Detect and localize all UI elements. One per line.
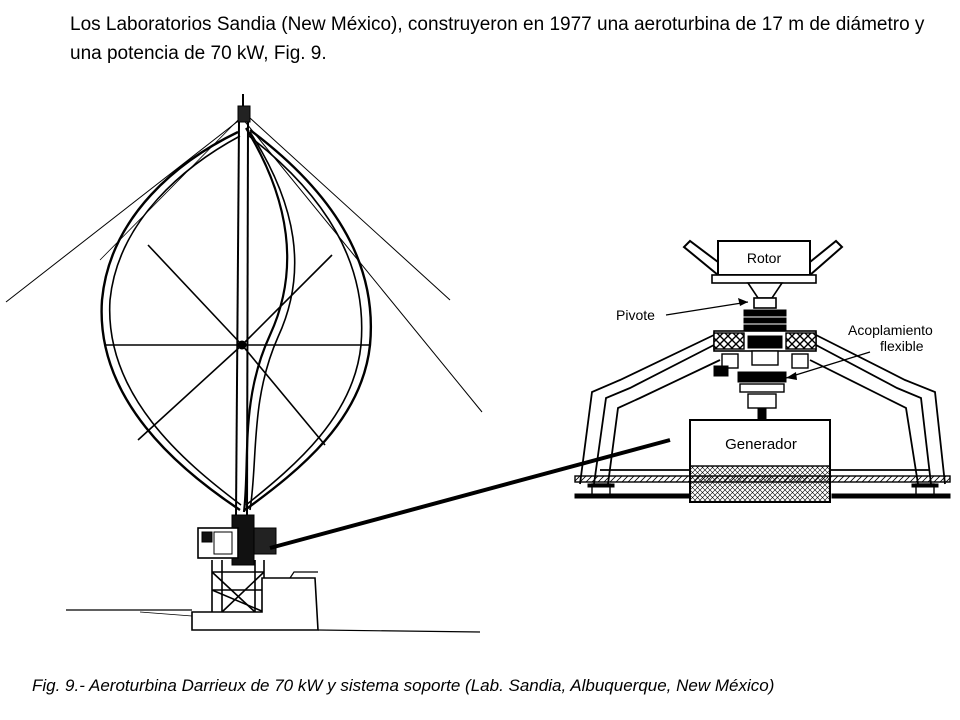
rotor-label: Rotor xyxy=(747,250,782,266)
blade-left xyxy=(100,130,241,511)
pivot xyxy=(746,282,784,299)
guy-wire xyxy=(5,117,243,303)
slide-title: Los Laboratorios Sandia (New México), co… xyxy=(70,14,925,64)
strut xyxy=(241,254,333,346)
pivote-label: Pivote xyxy=(616,307,655,323)
acoplamiento-label: Acoplamiento xyxy=(848,322,933,338)
strut xyxy=(147,244,243,346)
darrieus-figure: Rotor xyxy=(5,94,951,633)
a-frame xyxy=(579,334,946,485)
support-tower xyxy=(211,560,265,613)
foundation xyxy=(191,577,319,631)
base-plate xyxy=(574,475,951,483)
generador-label: Generador xyxy=(725,436,797,453)
flexible-label: flexible xyxy=(880,338,924,354)
guy-wire xyxy=(241,117,483,413)
figure-caption: Fig. 9.- Aeroturbina Darrieux de 70 kW y… xyxy=(32,676,775,695)
support-detail-drawing: Rotor xyxy=(574,239,951,503)
rotor-box xyxy=(717,240,811,276)
top-hub xyxy=(237,105,251,123)
flexible-coupling xyxy=(737,371,787,383)
strut xyxy=(137,344,243,441)
guy-wire xyxy=(249,117,451,301)
blade-right xyxy=(244,129,373,511)
darrieus-turbine-drawing xyxy=(5,94,483,633)
blade-center xyxy=(242,127,289,513)
rotor-tower xyxy=(235,121,240,516)
detail-leader-line xyxy=(269,438,671,550)
strut xyxy=(241,344,326,446)
